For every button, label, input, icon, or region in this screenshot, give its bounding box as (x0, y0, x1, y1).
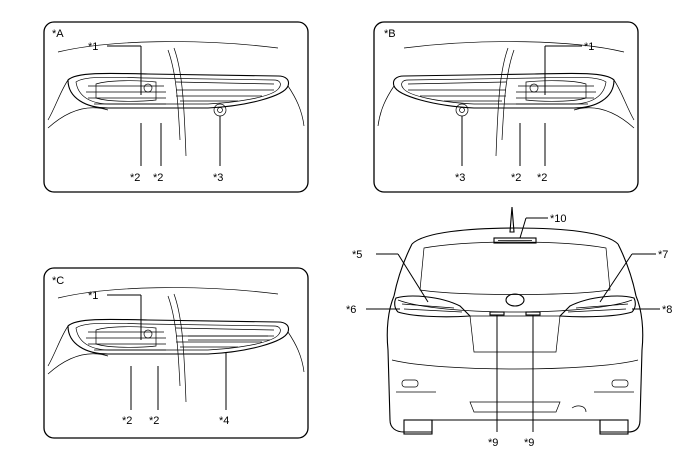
callout-b-1: *1 (584, 41, 594, 53)
callout-a-2-left: *2 (130, 172, 140, 184)
panel-a-frame (43, 21, 309, 193)
right-tyre (599, 419, 629, 435)
panel-a-tag: *A (52, 28, 64, 40)
left-reflector (401, 379, 419, 388)
callout-rear-6: *6 (346, 304, 356, 316)
rear-bumper-line (391, 359, 639, 370)
roof-line (411, 227, 619, 245)
callout-c-4: *4 (219, 415, 229, 427)
callout-c-2-right: *2 (149, 415, 159, 427)
callout-rear-9-left: *9 (488, 437, 498, 449)
license-plate-lamp-left (489, 311, 505, 316)
callout-rear-8: *8 (662, 304, 672, 316)
callout-rear-9-right: *9 (524, 437, 534, 449)
left-tyre (403, 419, 433, 435)
right-reflector (611, 379, 629, 388)
license-plate-lamp-right (525, 311, 541, 316)
callout-b-2-right: *2 (537, 172, 547, 184)
left-tail-lamp (394, 295, 472, 318)
panel-c-tag: *C (52, 275, 64, 287)
rear-view: *5 *6 *7 *8 *9 *9 *10 (346, 206, 672, 449)
right-tail-lamp (558, 295, 636, 318)
panel-b-lamp-illustration (377, 41, 635, 157)
callout-a-3: *3 (213, 172, 223, 184)
panel-c-lamp-illustration (47, 287, 305, 403)
panel-a-lamp-illustration (47, 41, 305, 157)
callout-rear-7: *7 (658, 249, 668, 261)
antenna (509, 206, 515, 233)
rear-emblem (505, 293, 525, 307)
high-mounted-stop-lamp (493, 237, 537, 244)
panel-b-frame (373, 21, 639, 193)
panel-c-frame (43, 267, 309, 439)
callout-b-3: *3 (455, 172, 465, 184)
callout-a-1: *1 (88, 41, 98, 53)
callout-rear-5: *5 (352, 249, 362, 261)
panel-c: *C *1 *2 *2 *4 (43, 267, 309, 439)
callout-c-1: *1 (88, 290, 98, 302)
panel-a: *A *1 *2 *2 *3 (43, 21, 309, 193)
rear-body (386, 295, 644, 433)
license-plate-recess (469, 315, 561, 353)
callout-c-2-left: *2 (122, 415, 132, 427)
callout-b-2-left: *2 (511, 172, 521, 184)
panel-b: *B *1 *3 *2 *2 (373, 21, 639, 193)
callout-rear-10: *10 (550, 213, 567, 225)
callout-a-2-right: *2 (153, 172, 163, 184)
panel-b-tag: *B (384, 28, 396, 40)
rear-window (419, 241, 611, 295)
